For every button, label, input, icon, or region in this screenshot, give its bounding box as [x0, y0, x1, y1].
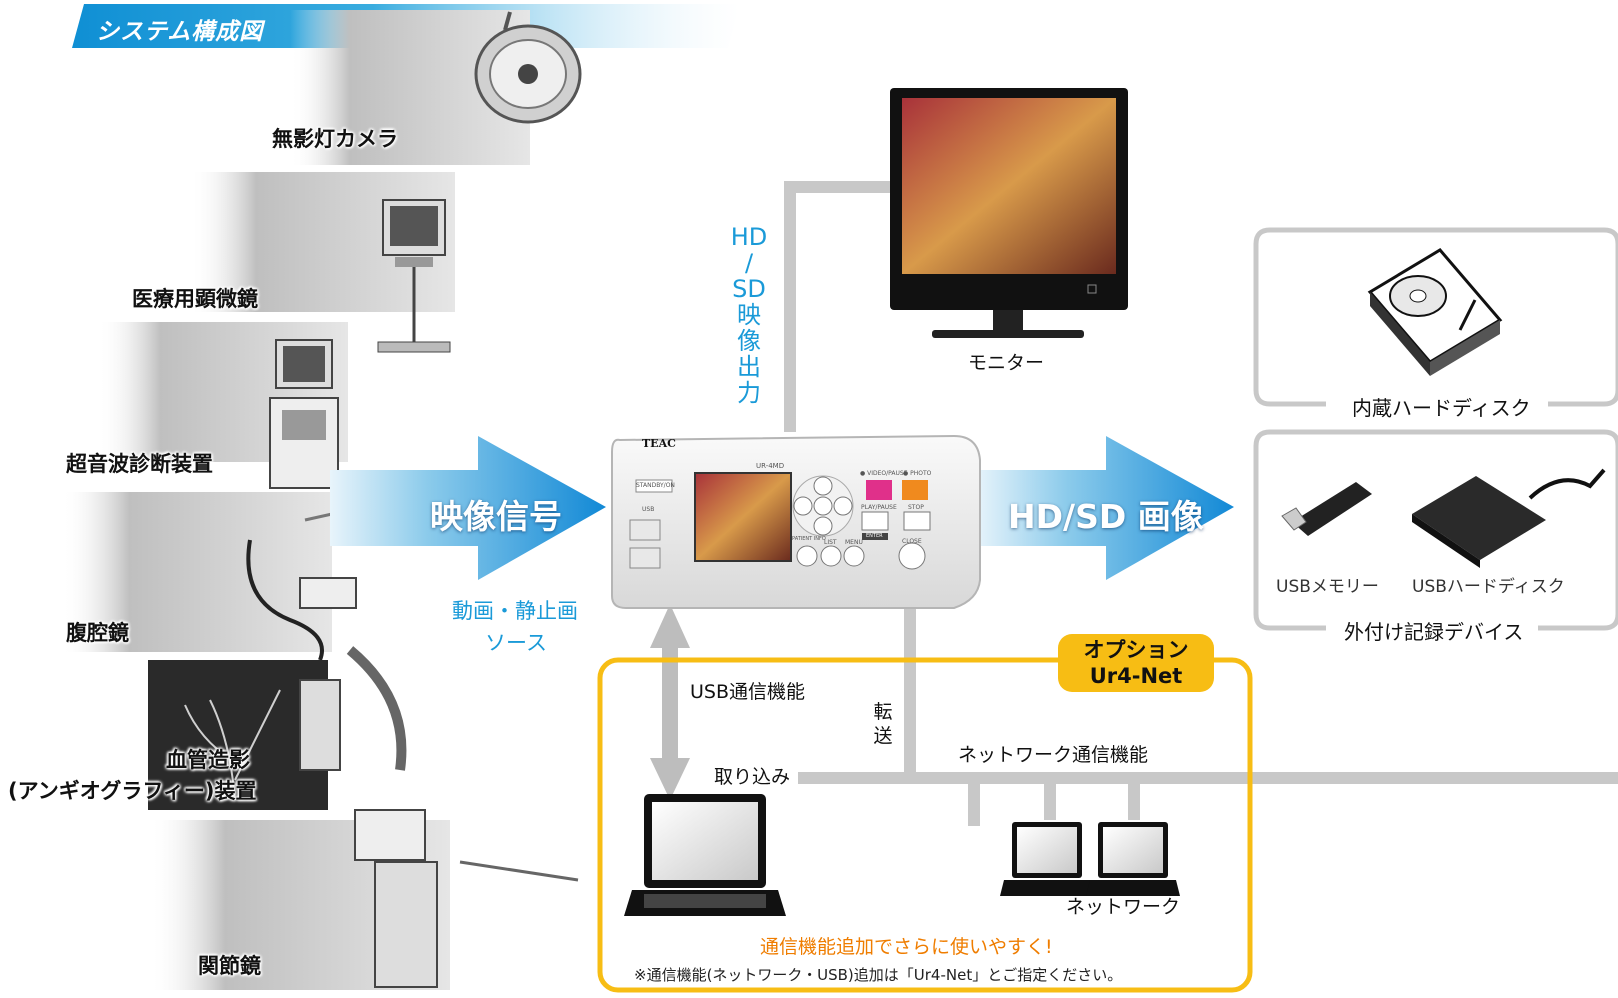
vchar: 映 — [737, 301, 761, 329]
video-source-caption-2: ソース — [485, 631, 547, 655]
video-source-caption-1: 動画・静止画 — [452, 599, 578, 623]
vchar: HD — [730, 223, 768, 251]
source-photos — [62, 10, 582, 990]
usb-hdd-icon — [1412, 468, 1606, 568]
import-label: 取り込み — [714, 766, 791, 788]
ultrasound-machine-icon — [269, 339, 339, 489]
recorder-patient-info-label: PATIENT INFO — [792, 536, 826, 542]
vchar: SD — [732, 275, 766, 303]
external-devices-label: 外付け記録デバイス — [1338, 616, 1530, 645]
recorder-device — [611, 434, 981, 609]
video-signal-label: 映像信号 — [430, 497, 562, 536]
vchar: 送 — [873, 725, 893, 747]
recorder-brand: TEAC — [642, 437, 676, 450]
vchar: 力 — [737, 379, 761, 407]
laptop-icon-large — [624, 794, 786, 916]
microscope-cart-icon — [377, 199, 451, 353]
external-devices-panel — [1253, 429, 1618, 631]
arthroscope-tower-icon — [354, 809, 579, 988]
laptop-icon-network-1 — [1000, 822, 1094, 896]
surgical-lamp-icon — [474, 11, 582, 124]
vchar: 転 — [873, 701, 893, 723]
usb-hdd-label: USBハードディスク — [1412, 577, 1565, 597]
vchar: 像 — [737, 327, 761, 355]
option-badge: オプション Ur4-Net — [1058, 634, 1214, 692]
recorder-model: UR-4MD — [756, 462, 785, 470]
usb-memory-icon — [1281, 482, 1372, 536]
recorder-list-label: LIST — [824, 539, 837, 546]
source-label-ultrasound: 超音波診断装置 — [66, 452, 213, 476]
hd-sd-output-vertical: HD / SD 映 像 出 力 — [729, 224, 769, 406]
network-label: ネットワーク — [1066, 896, 1181, 918]
recorder-play-pause-label: PLAY/PAUSE — [861, 504, 897, 511]
monitor-connector — [784, 181, 893, 432]
recorder-video-pause-label: ● VIDEO/PAUSE — [860, 470, 908, 477]
angiography-photo — [148, 660, 328, 810]
internal-hdd-label: 内蔵ハードディスク — [1346, 392, 1537, 421]
angio-vessels-icon — [184, 689, 281, 801]
recorder-standby-label: STANDBY/ON — [636, 482, 675, 489]
source-label-laparoscope: 腹腔鏡 — [66, 621, 129, 645]
monitor-label: モニター — [968, 352, 1045, 374]
recorder-stop-label: STOP — [908, 504, 924, 511]
diagram-title: システム構成図 — [96, 19, 264, 45]
monitor-icon — [890, 88, 1128, 338]
laptop-icon-network-2 — [1086, 822, 1180, 896]
source-label-angio-2: (アンギオグラフィー)装置 — [8, 779, 257, 803]
video-signal-arrow — [330, 436, 606, 580]
option-tagline: 通信機能追加でさらに使いやすく! — [760, 936, 1053, 958]
option-panel — [597, 657, 1253, 993]
laparoscope-photo — [62, 492, 332, 652]
source-label-angio-1: 血管造影 — [166, 748, 250, 772]
hd-image-arrow — [976, 436, 1234, 580]
recorder-photo-label: ● PHOTO — [903, 470, 932, 477]
hd-sd-image-label: HD/SD 画像 — [1008, 497, 1204, 536]
source-label-microscope: 医療用顕微鏡 — [132, 287, 258, 311]
recorder-usb-label: USB — [642, 506, 655, 513]
source-label-arthroscope: 関節鏡 — [198, 954, 261, 978]
source-label-lamp-camera: 無影灯カメラ — [272, 127, 398, 151]
usb-double-arrow — [650, 604, 690, 800]
recorder-enter-label: ENTER — [866, 533, 883, 539]
option-badge-line2: Ur4-Net — [1089, 664, 1183, 688]
usb-memory-label: USBメモリー — [1276, 577, 1379, 597]
usb-comm-label: USB通信機能 — [690, 681, 806, 703]
recorder-menu-label: MENU — [845, 539, 863, 546]
internal-hdd-panel — [1253, 227, 1618, 407]
option-note: ※通信機能(ネットワーク・USB)追加は「Ur4-Net」とご指定ください。 — [634, 966, 1123, 984]
vchar: / — [744, 249, 754, 277]
transfer-vertical: 転 送 — [870, 700, 896, 748]
network-comm-label: ネットワーク通信機能 — [958, 744, 1149, 766]
vchar: 出 — [737, 353, 761, 381]
connector-lines — [784, 181, 1618, 826]
c-arm-icon — [299, 646, 407, 771]
hard-disk-icon — [1367, 248, 1503, 376]
option-badge-line1: オプション — [1083, 638, 1189, 662]
recorder-close-label: CLOSE — [902, 538, 922, 545]
